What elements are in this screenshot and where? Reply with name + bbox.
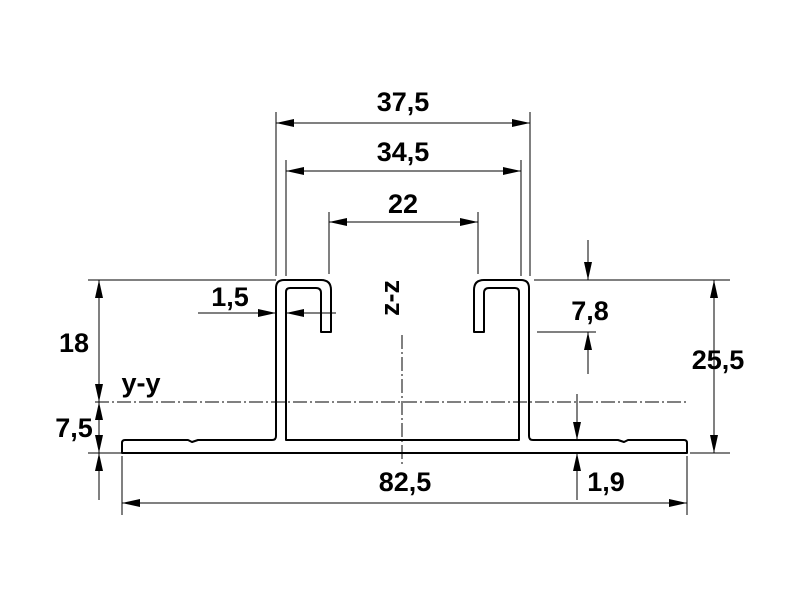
dim-lower-height-label: 7,5 xyxy=(55,413,93,443)
dim-inner-width-label: 34,5 xyxy=(377,137,430,167)
dim-inner-width: 34,5 xyxy=(286,137,521,175)
dim-base-thickness: 1,9 xyxy=(573,394,625,500)
extension-lines xyxy=(88,112,730,515)
y-y-axis-label: y-y xyxy=(121,368,160,398)
dim-wall-thickness: 1,5 xyxy=(198,282,336,317)
dim-total-height: 25,5 xyxy=(692,280,745,453)
dim-lower-height: 7,5 xyxy=(55,402,103,500)
dim-flange-depth-label: 7,8 xyxy=(571,296,609,326)
z-z-axis-label: z-z xyxy=(375,280,405,316)
dim-outer-width-label: 37,5 xyxy=(377,87,430,117)
dim-base-thickness-label: 1,9 xyxy=(587,467,625,497)
dim-wall-thickness-label: 1,5 xyxy=(211,282,249,312)
dim-total-height-label: 25,5 xyxy=(692,345,745,375)
dim-upper-height-label: 18 xyxy=(59,328,89,358)
dim-slot-width-label: 22 xyxy=(388,189,418,219)
dim-flange-depth: 7,8 xyxy=(571,240,609,374)
dim-outer-width: 37,5 xyxy=(276,87,530,127)
dim-upper-height: 18 xyxy=(59,280,103,402)
dim-base-width-label: 82,5 xyxy=(379,467,432,497)
aluminium-profile xyxy=(121,279,688,454)
dim-slot-width: 22 xyxy=(329,189,478,226)
dim-base-width: 82,5 xyxy=(122,467,687,507)
